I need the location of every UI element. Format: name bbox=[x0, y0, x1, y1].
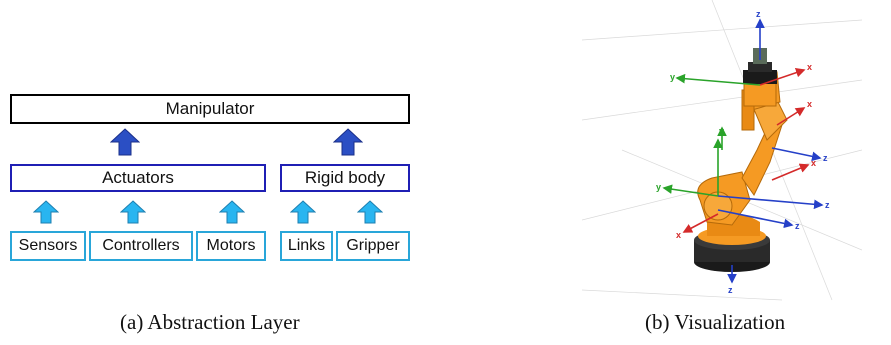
up-arrow-links bbox=[290, 200, 316, 224]
actuators-box: Actuators bbox=[10, 164, 266, 192]
rigid-body-box: Rigid body bbox=[280, 164, 410, 192]
controllers-label: Controllers bbox=[102, 237, 180, 254]
axis-label-y: y bbox=[656, 182, 661, 192]
axis-label-y: y bbox=[670, 72, 675, 82]
gripper-box: Gripper bbox=[336, 231, 410, 261]
up-arrow-controllers bbox=[120, 200, 146, 224]
axis-label-x: x bbox=[676, 230, 681, 240]
rigid-body-label: Rigid body bbox=[304, 168, 386, 187]
robot-base bbox=[694, 212, 770, 272]
up-arrow-rigidbody-to-manipulator bbox=[333, 128, 363, 156]
axis-labels: z y x x z y x y z z x z bbox=[656, 9, 830, 295]
controllers-box: Controllers bbox=[89, 231, 193, 261]
motors-label: Motors bbox=[206, 237, 256, 254]
axis-frames bbox=[662, 18, 824, 284]
gripper-label: Gripper bbox=[346, 237, 400, 254]
axis-label-z: z bbox=[728, 285, 733, 295]
manipulator-label: Manipulator bbox=[165, 99, 255, 118]
motors-box: Motors bbox=[196, 231, 266, 261]
axis-label-z: z bbox=[823, 153, 828, 163]
axis-label-y: y bbox=[719, 126, 724, 136]
axis-label-x: x bbox=[807, 62, 812, 72]
caption-visualization: (b) Visualization bbox=[645, 310, 786, 334]
sensors-label: Sensors bbox=[18, 237, 78, 254]
sensors-box: Sensors bbox=[10, 231, 86, 261]
caption-abstraction-layer: (a) Abstraction Layer bbox=[120, 310, 300, 334]
axis-label-z: z bbox=[825, 200, 830, 210]
links-box: Links bbox=[280, 231, 333, 261]
axis-label-x: x bbox=[811, 158, 816, 168]
robot-visualization: z y x x z y x y z z x z bbox=[582, 0, 862, 301]
manipulator-box: Manipulator bbox=[10, 94, 410, 124]
links-label: Links bbox=[287, 237, 326, 254]
up-arrow-gripper bbox=[357, 200, 383, 224]
axis-label-z: z bbox=[756, 9, 761, 19]
up-arrow-sensors bbox=[33, 200, 59, 224]
up-arrow-motors bbox=[219, 200, 245, 224]
up-arrow-actuators-to-manipulator bbox=[110, 128, 140, 156]
axis-label-x: x bbox=[807, 99, 812, 109]
actuators-label: Actuators bbox=[102, 168, 174, 187]
axis-label-z: z bbox=[795, 221, 800, 231]
